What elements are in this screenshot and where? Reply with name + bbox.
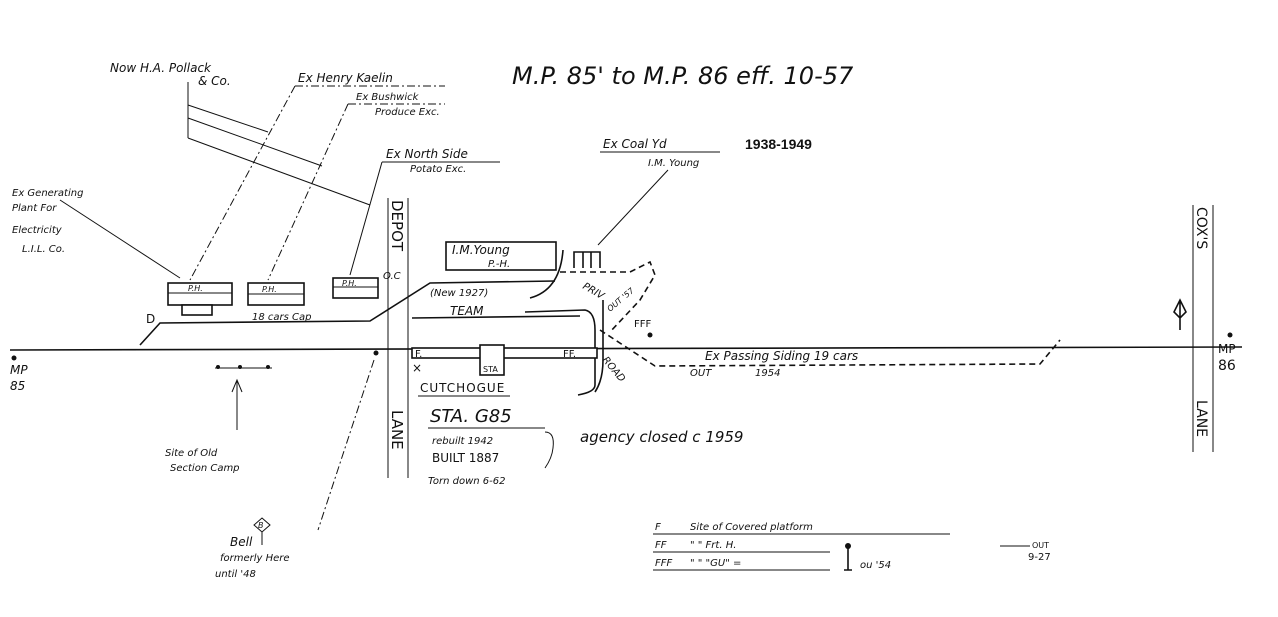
kaelin-label: Ex Henry Kaelin — [298, 71, 393, 85]
bushwick-leader — [267, 103, 445, 281]
built-note: BUILT 1887 — [432, 451, 499, 465]
gu-signal-head — [845, 543, 851, 549]
north-side-label-2: Potato Exc. — [410, 164, 466, 175]
svg-text:" " Frt. H.: " " Frt. H. — [690, 540, 736, 551]
legend: F Site of Covered platform FF " " Frt. H… — [653, 522, 950, 571]
svg-text:FFF: FFF — [655, 558, 673, 569]
section-camp-dot — [238, 365, 242, 369]
date-note: 1938-1949 — [745, 136, 812, 152]
private-siding — [524, 249, 596, 396]
svg-text:ou '54: ou '54 — [860, 560, 891, 571]
out-note: OUT — [1032, 541, 1049, 550]
bell-label-2: formerly Here — [220, 553, 290, 564]
mp85-label: MP — [10, 363, 28, 377]
svg-text:P.H.: P.H. — [188, 284, 203, 293]
gu-signal-icon — [844, 548, 852, 571]
fff-marker-dot — [647, 332, 653, 338]
svg-text:P.H.: P.H. — [342, 279, 357, 288]
rebuilt-note: rebuilt 1942 — [432, 436, 493, 447]
svg-text:FF: FF — [655, 540, 667, 551]
fff-label: FFF — [634, 319, 652, 330]
station-building — [479, 344, 505, 376]
pollack-label-2: & Co. — [198, 74, 231, 88]
team-track — [411, 315, 581, 319]
generating-label: Ex Generating — [12, 188, 83, 199]
im-young-packing-house: I.M.Young P.-H. — [445, 241, 557, 271]
mp86-marker — [1227, 332, 1233, 338]
svg-text:I.M.Young: I.M.Young — [452, 243, 510, 257]
section-camp-dot — [266, 365, 270, 369]
road-label: ROAD — [600, 355, 627, 385]
mp86-label: MP — [1218, 342, 1236, 356]
out-note-date: 9-27 — [1028, 552, 1051, 563]
pollack-leaders — [187, 82, 371, 206]
coxs-lane-label: LANE — [1193, 400, 1209, 437]
bell-label-3: until '48 — [215, 569, 256, 580]
oc-label: O.C — [383, 271, 401, 282]
station-id: STA. G85 — [430, 406, 512, 427]
new-1927-label: (New 1927) — [430, 288, 488, 299]
generating-label-4: L.I.L. Co. — [22, 244, 65, 255]
bushwick-label-2: Produce Exc. — [375, 107, 440, 118]
kaelin-leader — [189, 85, 445, 281]
road-curve — [594, 300, 604, 393]
out-label: OUT — [690, 368, 712, 379]
torn-down-note: Torn down 6-62 — [428, 476, 505, 487]
packing-house-3: P.H. — [332, 277, 379, 299]
mp85-marker — [11, 355, 17, 361]
svg-text:P.H.: P.H. — [262, 285, 277, 294]
section-camp-label-2: Section Camp — [170, 463, 240, 474]
packing-house-1: P.H. — [167, 282, 233, 316]
bell-b-label: B — [258, 521, 264, 530]
passing-siding-label: Ex Passing Siding 19 cars — [705, 349, 858, 363]
section-camp-label: Site of Old — [165, 448, 218, 459]
generating-label-2: Plant For — [12, 203, 57, 214]
ex-passing-siding — [599, 329, 1061, 367]
svg-text:" " "GU" =: " " "GU" = — [690, 558, 741, 569]
priv-label: PRIV — [581, 281, 607, 302]
coal-yard-label-2: I.M. Young — [648, 158, 699, 169]
svg-text:F: F — [655, 522, 661, 533]
platform-ff-label: FF. — [563, 349, 576, 360]
diagram-title: M.P. 85' to M.P. 86 eff. 10-57 — [512, 62, 854, 90]
coal-yard-bins-icon — [573, 251, 601, 268]
mp86-number: 86 — [1218, 358, 1236, 374]
coxs-label: COX'S — [1193, 207, 1209, 249]
depot-label: DEPOT — [388, 200, 406, 252]
pollack-label: Now H.A. Pollack — [110, 61, 212, 75]
team-siding — [139, 280, 556, 346]
out-57-label: OUT '57 — [606, 286, 637, 314]
mp85-number: 85 — [10, 379, 25, 393]
generating-leader — [59, 199, 181, 279]
cutchogue-label: CUTCHOGUE — [420, 381, 505, 395]
coal-yard-leader — [597, 151, 720, 246]
depot-lane-label: LANE — [388, 410, 406, 450]
capacity-label: 18 cars Cap — [252, 312, 312, 323]
section-camp-marker — [215, 367, 272, 430]
packing-house-2: P.H. — [247, 282, 305, 306]
bell-icon — [253, 517, 271, 545]
station-label: STA — [483, 365, 498, 374]
generating-label-3: Electricity — [12, 225, 63, 236]
out-year-label: 1954 — [755, 368, 780, 379]
bell-label: Bell — [230, 535, 253, 549]
svg-text:Site of Covered platform: Site of Covered platform — [690, 522, 813, 533]
d-label: D — [146, 312, 155, 326]
bell-leader — [317, 359, 375, 531]
svg-text:P.-H.: P.-H. — [488, 259, 510, 270]
coal-yard-label: Ex Coal Yd — [603, 137, 667, 151]
platform-f-label: F. — [415, 349, 422, 360]
team-label: TEAM — [450, 304, 484, 318]
bushwick-label: Ex Bushwick — [356, 92, 420, 103]
main-track — [9, 346, 1243, 351]
north-side-label: Ex North Side — [386, 147, 468, 161]
coal-yard-track — [560, 260, 656, 333]
section-camp-dot — [216, 365, 220, 369]
crossing-x: × — [412, 361, 422, 375]
agency-note: agency closed c 1959 — [580, 428, 743, 446]
bell-site-dot — [373, 350, 379, 356]
signal-icon — [1173, 298, 1187, 330]
bracket — [544, 431, 554, 469]
north-side-leader — [349, 161, 500, 276]
